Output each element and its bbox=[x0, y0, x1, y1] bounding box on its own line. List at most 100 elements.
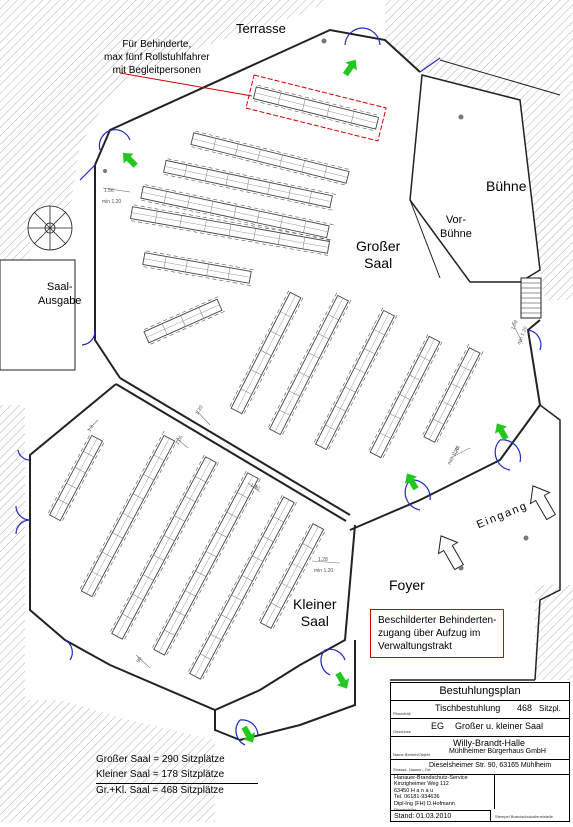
table-row bbox=[142, 250, 254, 286]
planinhalt-value: Tischbestuhlung bbox=[435, 703, 501, 713]
planer-line: Dipl-Ing (FH) D.Hofmann bbox=[394, 800, 455, 807]
address-value: Dieselsheimer Str. 90, 63165 Mühlheim bbox=[429, 762, 552, 769]
summary-kleiner: Kleiner Saal = 178 Sitzplätze bbox=[96, 769, 224, 780]
exit-arrow-icon bbox=[241, 725, 256, 743]
planer-line: 63450 H a n a u bbox=[394, 787, 434, 794]
object-name: Willy-Brandt-Halle bbox=[453, 738, 526, 748]
table-row bbox=[188, 494, 297, 680]
room-label-vorbuehne: Vor- Bühne bbox=[440, 213, 472, 241]
room-label-terrasse: Terrasse bbox=[236, 21, 286, 36]
grosser-saal-table-rows bbox=[129, 84, 484, 459]
columns bbox=[103, 38, 529, 571]
seat-count-unit: Sitzpl. bbox=[539, 704, 561, 713]
table-row bbox=[190, 130, 350, 186]
entrance-arrow-icon bbox=[437, 535, 465, 571]
title-block-geschoss: Geschoss EG Großer u. kleiner Saal bbox=[391, 719, 569, 737]
title-block-title: Bestuhlungsplan bbox=[391, 683, 569, 701]
table-row bbox=[314, 307, 398, 451]
room-label-line: Vor- bbox=[445, 214, 466, 226]
room-label-line: Großer bbox=[356, 238, 401, 254]
summary-label: Kleiner Saal bbox=[96, 769, 150, 780]
note-line: zugang über Aufzug im bbox=[378, 628, 481, 639]
planer-line: Hanauer-Brandschutz-Service bbox=[394, 775, 468, 781]
dimension-lines bbox=[87, 187, 523, 669]
title-block-name: Name Betrieb/Objekt Willy-Brandt-Halle M… bbox=[391, 737, 569, 760]
title-block: Bestuhlungsplan Planinhalt Tischbestuhlu… bbox=[390, 682, 570, 822]
exit-arrow-icon bbox=[335, 671, 350, 689]
room-label-line: Ausgabe bbox=[38, 295, 82, 307]
dim-label: 1.50 bbox=[249, 482, 261, 492]
field-tag: Planersteller bbox=[394, 807, 417, 813]
room-label-line: Kleiner bbox=[293, 596, 337, 612]
summary-label: Großer Saal bbox=[96, 754, 151, 765]
dim-label: 1.56 bbox=[104, 188, 114, 194]
entrance-arrows bbox=[437, 485, 557, 571]
summary-value: = 178 Sitzplätze bbox=[152, 769, 225, 780]
note-line: max fünf Rollstuhlfahrer bbox=[104, 52, 210, 63]
table-row bbox=[79, 430, 179, 598]
summary-grosser: Großer Saal = 290 Sitzplätze bbox=[96, 754, 225, 765]
geschoss-value: EG bbox=[431, 721, 445, 731]
object-owner: Mühlheimer Bürgerhaus GmbH bbox=[449, 748, 546, 755]
note-line: Für Behinderte, bbox=[122, 39, 192, 50]
room-label-line: Bühne bbox=[440, 228, 472, 240]
note-line: Beschilderter Behinderten- bbox=[378, 615, 497, 626]
note-line: Verwaltungstrakt bbox=[378, 641, 452, 652]
dim-label: 1.2 bbox=[87, 424, 96, 433]
table-row bbox=[152, 470, 261, 656]
table-row bbox=[229, 290, 304, 415]
room-label-line: Saal- bbox=[46, 281, 73, 293]
dimension-labels: 1.56 min 1.20 1.08 min 1.20 1.20 1.45 mi… bbox=[87, 188, 530, 664]
stamp-field: Stempel Brandschutzdienststelle bbox=[495, 814, 554, 819]
note-line: mit Begleitpersonen bbox=[112, 65, 201, 76]
dim-label: 1.45 bbox=[452, 444, 462, 456]
table-row bbox=[422, 344, 484, 443]
table-row bbox=[129, 204, 331, 256]
dim-label: min 1.20 bbox=[102, 199, 121, 205]
dim-label: min 1.20 bbox=[447, 446, 462, 466]
table-row bbox=[48, 434, 104, 522]
dim-label: 1.28 bbox=[318, 557, 328, 563]
table-row bbox=[268, 292, 352, 436]
room-label-saal-ausgabe: Saal- Ausgabe bbox=[38, 280, 81, 308]
entrance-arrow-icon bbox=[529, 485, 557, 521]
room-label-foyer: Foyer bbox=[389, 577, 425, 593]
summary-total: Gr.+Kl. Saal = 468 Sitzplätze bbox=[96, 785, 224, 796]
geschoss-desc: Großer u. kleiner Saal bbox=[455, 721, 544, 731]
planer-line: Tel. 06181-934636 bbox=[394, 794, 440, 801]
field-tag: Geschoss bbox=[393, 729, 411, 734]
table-row bbox=[258, 523, 325, 629]
dim-label: 1.08 bbox=[510, 319, 519, 330]
exit-arrow-icon bbox=[404, 473, 419, 491]
title-block-planinhalt: Planinhalt Tischbestuhlung 468 Sitzpl. bbox=[391, 701, 569, 719]
room-label-line: Saal bbox=[300, 613, 329, 629]
planer-info: Hanauer-Brandschutz-Service Kinzigheimer… bbox=[391, 775, 495, 812]
dim-label: min 1.20 bbox=[314, 568, 333, 574]
accessible-entry-note: Beschilderter Behinderten- zugang über A… bbox=[370, 609, 505, 658]
field-tag: Planinhalt bbox=[393, 711, 411, 716]
exit-arrow-icon bbox=[494, 423, 509, 441]
summary-value: = 290 Sitzplätze bbox=[153, 754, 225, 765]
foyer-walls bbox=[390, 404, 561, 681]
seat-count: 468 bbox=[517, 703, 533, 713]
field-tag: Name Betrieb/Objekt bbox=[393, 752, 431, 757]
field-tag: Strasse, Hausnr., Ort bbox=[393, 767, 431, 772]
table-row bbox=[140, 184, 334, 241]
stage-area bbox=[409, 59, 561, 319]
grosser-saal-walls bbox=[94, 28, 542, 531]
exit-arrow-icon bbox=[122, 152, 138, 168]
dim-label: 1.05 bbox=[175, 434, 185, 446]
exit-arrow-icon bbox=[342, 59, 357, 77]
summary-value: = 468 Sitzplätze bbox=[152, 785, 224, 796]
room-label-grosser-saal: Großer Saal bbox=[356, 238, 400, 272]
room-label-kleiner-saal: Kleiner Saal bbox=[293, 596, 337, 630]
summary-divider bbox=[96, 783, 258, 784]
table-row bbox=[143, 296, 225, 345]
room-label-buehne: Bühne bbox=[486, 178, 527, 194]
wheelchair-note: Für Behinderte, max fünf Rollstuhlfahrer… bbox=[104, 38, 210, 77]
spiral-staircase bbox=[27, 205, 73, 251]
room-label-line: Saal bbox=[364, 255, 393, 271]
